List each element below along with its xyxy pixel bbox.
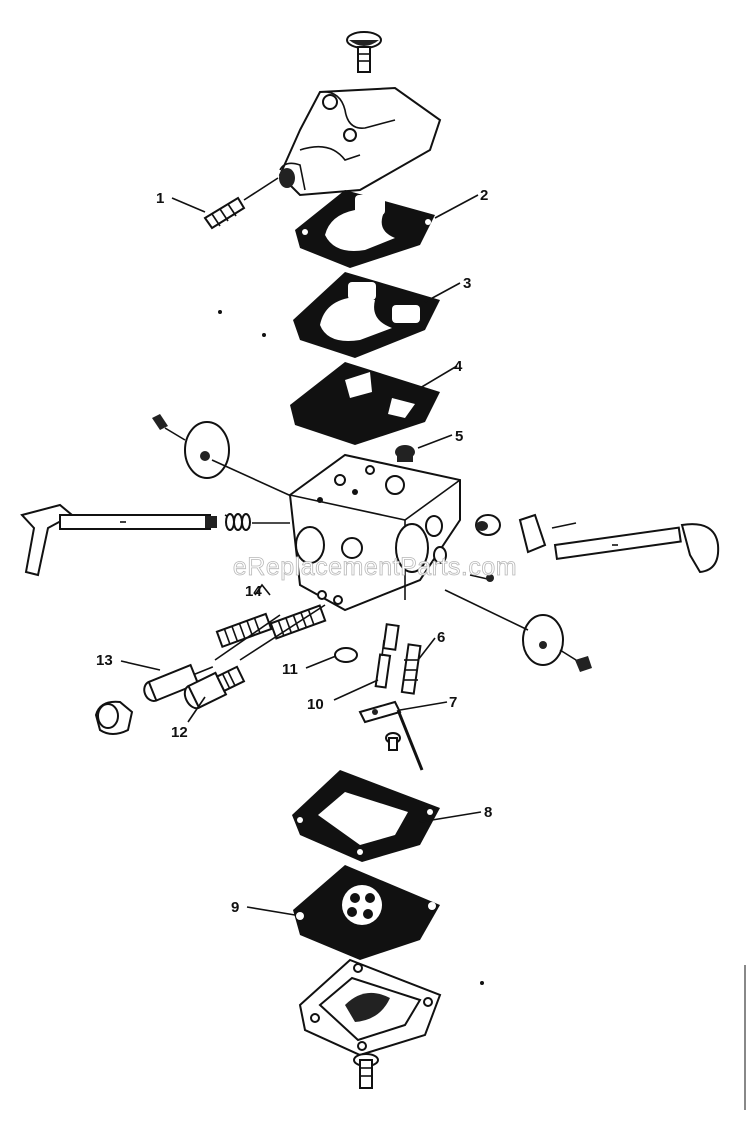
callout-8: 8 — [484, 804, 492, 821]
speck — [262, 333, 266, 337]
bottom-screw — [353, 1053, 379, 1089]
throttle-shaft-left — [20, 503, 290, 577]
leader-lines — [120, 194, 482, 916]
callout-5: 5 — [455, 428, 463, 445]
limiter-cap — [94, 700, 134, 735]
inlet-needle-part-10 — [374, 639, 392, 689]
carburetor-body — [288, 453, 461, 612]
plug-part-11 — [334, 647, 358, 663]
metering-lever-part-7 — [358, 700, 424, 771]
gasket-part-3 — [293, 272, 440, 358]
callout-2: 2 — [480, 187, 488, 204]
needle-part-5 — [395, 445, 415, 462]
callout-7: 7 — [449, 694, 457, 711]
diaphragm-part-4 — [290, 362, 440, 445]
adjust-screw-part-13 — [143, 614, 281, 702]
gasket-part-8 — [292, 770, 440, 862]
callout-14: 14 — [245, 583, 262, 600]
metering-spring-part-6 — [382, 623, 422, 695]
callout-11: 11 — [282, 661, 298, 678]
choke-shaft-right — [469, 513, 720, 582]
callout-9: 9 — [231, 899, 239, 916]
watermark-text: eReplacementParts.com — [233, 553, 517, 581]
callout-4: 4 — [454, 358, 463, 375]
throttle-plate-disc — [152, 414, 301, 501]
callout-3: 3 — [463, 275, 471, 292]
spring-part-1 — [203, 177, 279, 230]
callout-12: 12 — [171, 724, 188, 741]
choke-plate-disc — [444, 589, 592, 672]
callout-10: 10 — [307, 696, 324, 713]
speck — [480, 981, 484, 985]
callout-13: 13 — [96, 652, 113, 669]
callout-1: 1 — [156, 190, 164, 207]
carburetor-cover — [278, 86, 442, 197]
callout-6: 6 — [437, 629, 445, 646]
adjust-screw-part-12 — [183, 604, 326, 710]
top-screw — [346, 31, 382, 73]
gasket-part-2 — [295, 190, 435, 268]
pump-diaphragm-part-9 — [293, 865, 440, 960]
speck — [218, 310, 222, 314]
pump-cover — [298, 958, 442, 1057]
